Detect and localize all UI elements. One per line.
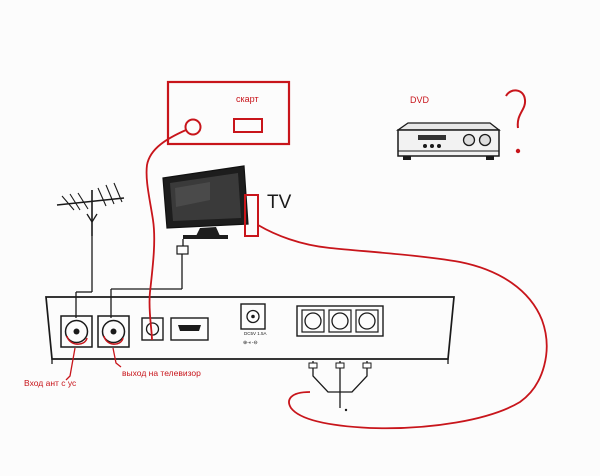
question-mark xyxy=(505,89,527,154)
rf-out-port xyxy=(97,315,130,348)
power-spec-label: DC5V 1.5A xyxy=(244,331,267,336)
antenna-input-label: Вход ант с ус xyxy=(24,378,77,388)
receiver-back-panel: DC5V 1.5A ⊕-◐-⊖ xyxy=(45,296,455,364)
dc-power-port: DC5V 1.5A ⊕-◐-⊖ xyxy=(240,303,267,346)
dvd-player: DVD xyxy=(395,95,501,160)
red-port-markers xyxy=(66,335,124,345)
scart-label: скарт xyxy=(236,94,259,104)
scart-box: скарт xyxy=(166,80,291,146)
tv-label: TV xyxy=(267,192,292,213)
rca-ports xyxy=(296,305,384,337)
hdmi-port xyxy=(170,317,209,341)
polarity-symbol: ⊕-◐-⊖ xyxy=(243,340,258,346)
red-annotations: Вход ант с ус выход на телевизор xyxy=(24,347,201,388)
red-cables xyxy=(145,129,548,430)
rca-cable xyxy=(308,361,372,412)
tv-set: TV xyxy=(162,165,292,239)
rf-in-port xyxy=(60,315,93,348)
dvd-label: DVD xyxy=(410,95,430,105)
tv-coax-cable xyxy=(110,239,189,318)
tv-output-label: выход на телевизор xyxy=(122,368,201,378)
